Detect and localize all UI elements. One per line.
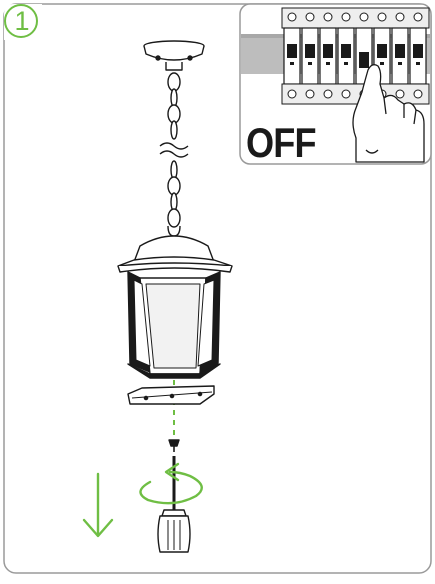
lantern-assembly [118, 41, 232, 552]
rotate-arrow-icon [140, 464, 201, 503]
mounting-plate-icon [128, 386, 214, 404]
step-number: 1 [0, 0, 44, 42]
lantern-icon [118, 226, 232, 378]
breaker-state-label: OFF [246, 120, 358, 166]
ceiling-canopy-icon [144, 41, 204, 70]
chain-icon [160, 73, 188, 227]
screw-icon [169, 440, 179, 452]
down-arrow-icon [84, 474, 112, 536]
